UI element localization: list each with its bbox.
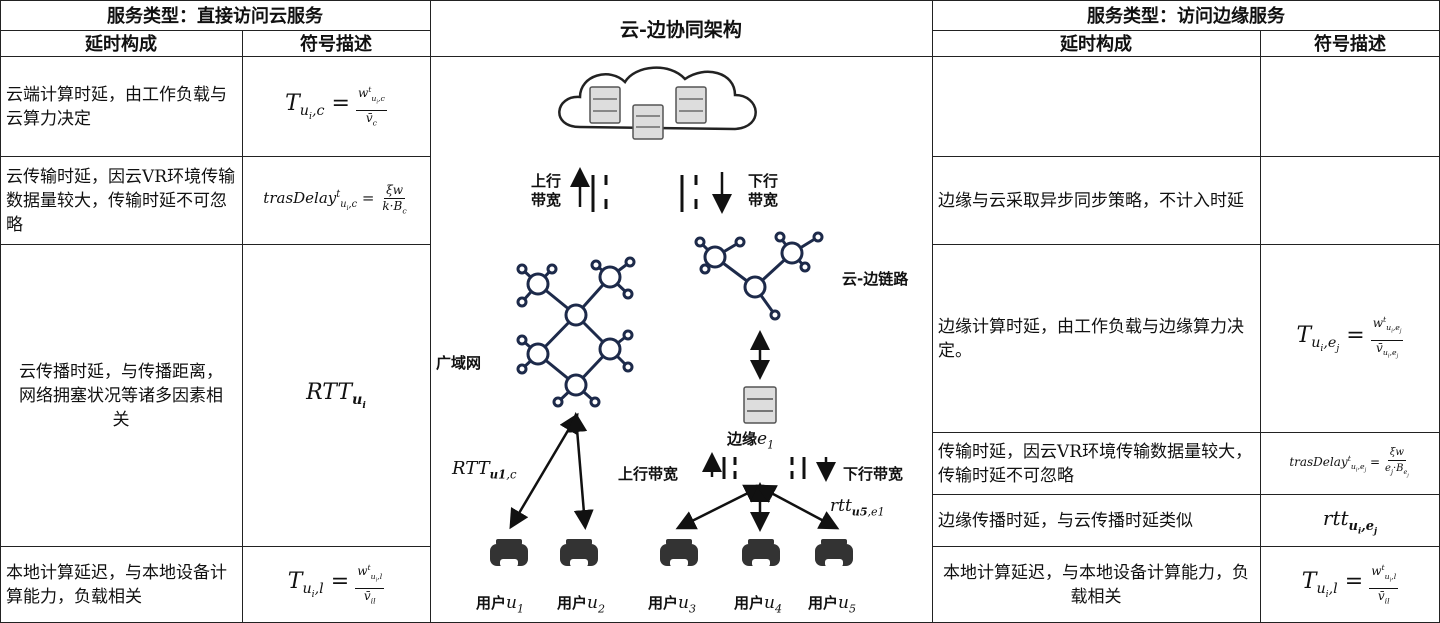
- left-col-symbol-header: 符号描述: [300, 34, 372, 55]
- architecture-diagram: [490, 66, 853, 567]
- uplink-label: 上行带宽: [531, 172, 562, 209]
- right-row4-desc: 传输时延，因云VR环境传输数据量较大，传输时延不可忽略: [938, 441, 1253, 486]
- left-table-title: 服务类型：直接访问云服务: [107, 6, 323, 27]
- cloud-edge-link-label: 云-边链路: [842, 270, 909, 288]
- cloud-icon: [558, 66, 757, 140]
- right-table-title: 服务类型：访问边缘服务: [1087, 6, 1285, 27]
- user-u1-label: 用户u1: [476, 593, 524, 616]
- rtt-u5-e1-label: rttu5,e1: [830, 496, 885, 519]
- right-col-symbol-header: 符号描述: [1314, 34, 1386, 55]
- wan-label: 广域网: [436, 354, 482, 372]
- user-u4-label: 用户u4: [734, 593, 782, 616]
- right-row5-formula: rttui,ej: [1322, 505, 1378, 536]
- left-row2-desc: 云传输时延，因云VR环境传输数据量较大，传输时延不可忽略: [6, 166, 236, 235]
- left-row3-desc: 云传播时延，与传播距离，网络拥塞状况等诸多因素相关: [19, 361, 223, 430]
- edge-uplink-label: 上行带宽: [618, 465, 679, 483]
- right-col-delay-header: 延时构成: [1060, 34, 1132, 55]
- edge-downlink-label: 下行带宽: [843, 465, 904, 483]
- left-row1-desc: 云端计算时延，由工作负载与云算力决定: [6, 84, 227, 129]
- edge-server-icon: [743, 386, 777, 424]
- rtt-u1-c-label: RTTu1,c: [452, 458, 517, 482]
- cloud-edge-link-network: [694, 231, 824, 321]
- diagram-title: 云-边协同架构: [620, 18, 742, 41]
- right-row6-desc: 本地计算延迟，与本地设备计算能力，负载相关: [943, 562, 1249, 607]
- cloud-link-bandwidth: [570, 167, 732, 214]
- left-row4-desc: 本地计算延迟，与本地设备计算能力，负载相关: [6, 562, 227, 607]
- left-row3-formula: RTTui: [306, 379, 366, 412]
- right-row3-desc: 边缘计算时延，由工作负载与边缘算力决定。: [938, 316, 1244, 361]
- vr-headset-icons: [490, 539, 853, 567]
- right-row5-desc: 边缘传播时延，与云传播时延类似: [938, 510, 1193, 531]
- user-u3-label: 用户u3: [648, 593, 696, 616]
- user-links: [509, 412, 840, 532]
- user-u2-label: 用户u2: [557, 593, 605, 616]
- right-row2-desc: 边缘与云采取异步同步策略，不计入时延: [938, 190, 1244, 211]
- edge-label: 边缘e1: [727, 429, 775, 452]
- downlink-label: 下行带宽: [748, 172, 779, 209]
- left-col-delay-header: 延时构成: [85, 34, 157, 55]
- edge-link-bandwidth: [702, 452, 836, 482]
- user-u5-label: 用户u5: [808, 593, 856, 616]
- wan-network: [516, 256, 636, 408]
